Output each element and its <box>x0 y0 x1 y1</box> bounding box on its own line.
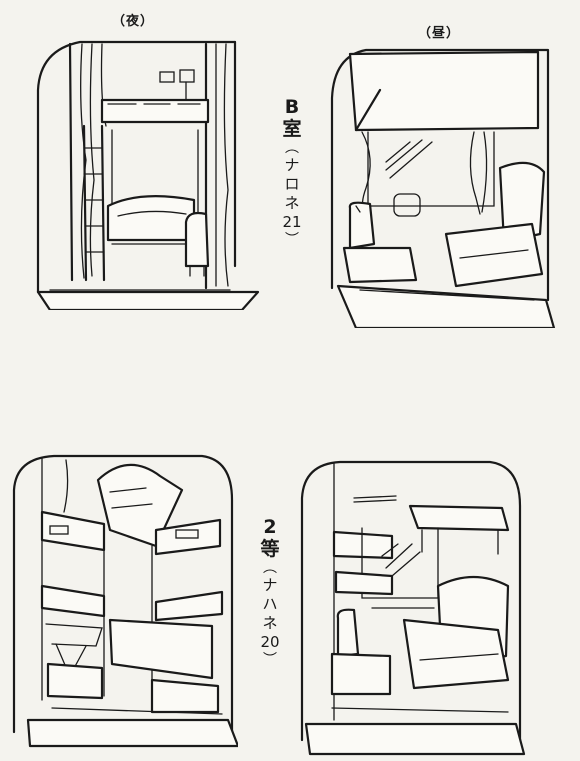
label-b-room-char: ネ <box>284 194 300 212</box>
label-b-room-char: ロ <box>284 175 300 193</box>
second-class-night-drawing <box>12 454 238 748</box>
label-b-room-paren-close: ︶ <box>285 232 299 248</box>
caption-day: （昼） <box>418 26 461 41</box>
label-second-class-char: ネ <box>262 614 278 632</box>
b-room-night-drawing <box>36 40 260 310</box>
label-second-class: 2 等 ︵ ナ ハ ネ 20 ︶ <box>250 516 290 668</box>
label-second-class-kanji: 等 <box>260 538 280 560</box>
caption-night: （夜） <box>112 14 155 29</box>
label-b-room-kanji: 室 <box>282 118 302 140</box>
label-second-class-number: 2 <box>263 516 277 538</box>
label-b-room: B 室 ︵ ナ ロ ネ 21 ︶ <box>272 96 312 248</box>
b-room-day-drawing <box>330 48 556 328</box>
label-b-room-paren-open: ︵ <box>285 140 299 156</box>
label-second-class-paren-close: ︶ <box>263 652 277 668</box>
second-class-day-drawing <box>300 460 526 756</box>
label-b-room-letter: B <box>284 96 300 118</box>
illustration-second-class-night <box>6 450 238 750</box>
label-b-room-char: ナ <box>284 156 300 174</box>
illustration-b-room-day <box>320 38 570 328</box>
label-second-class-char: ハ <box>262 595 278 613</box>
label-b-room-char: 21 <box>282 213 302 231</box>
label-second-class-char: 20 <box>260 633 280 651</box>
label-second-class-char: ナ <box>262 576 278 594</box>
illustration-second-class-day <box>292 458 532 758</box>
illustration-b-room-night <box>30 30 270 310</box>
label-second-class-paren-open: ︵ <box>263 560 277 576</box>
